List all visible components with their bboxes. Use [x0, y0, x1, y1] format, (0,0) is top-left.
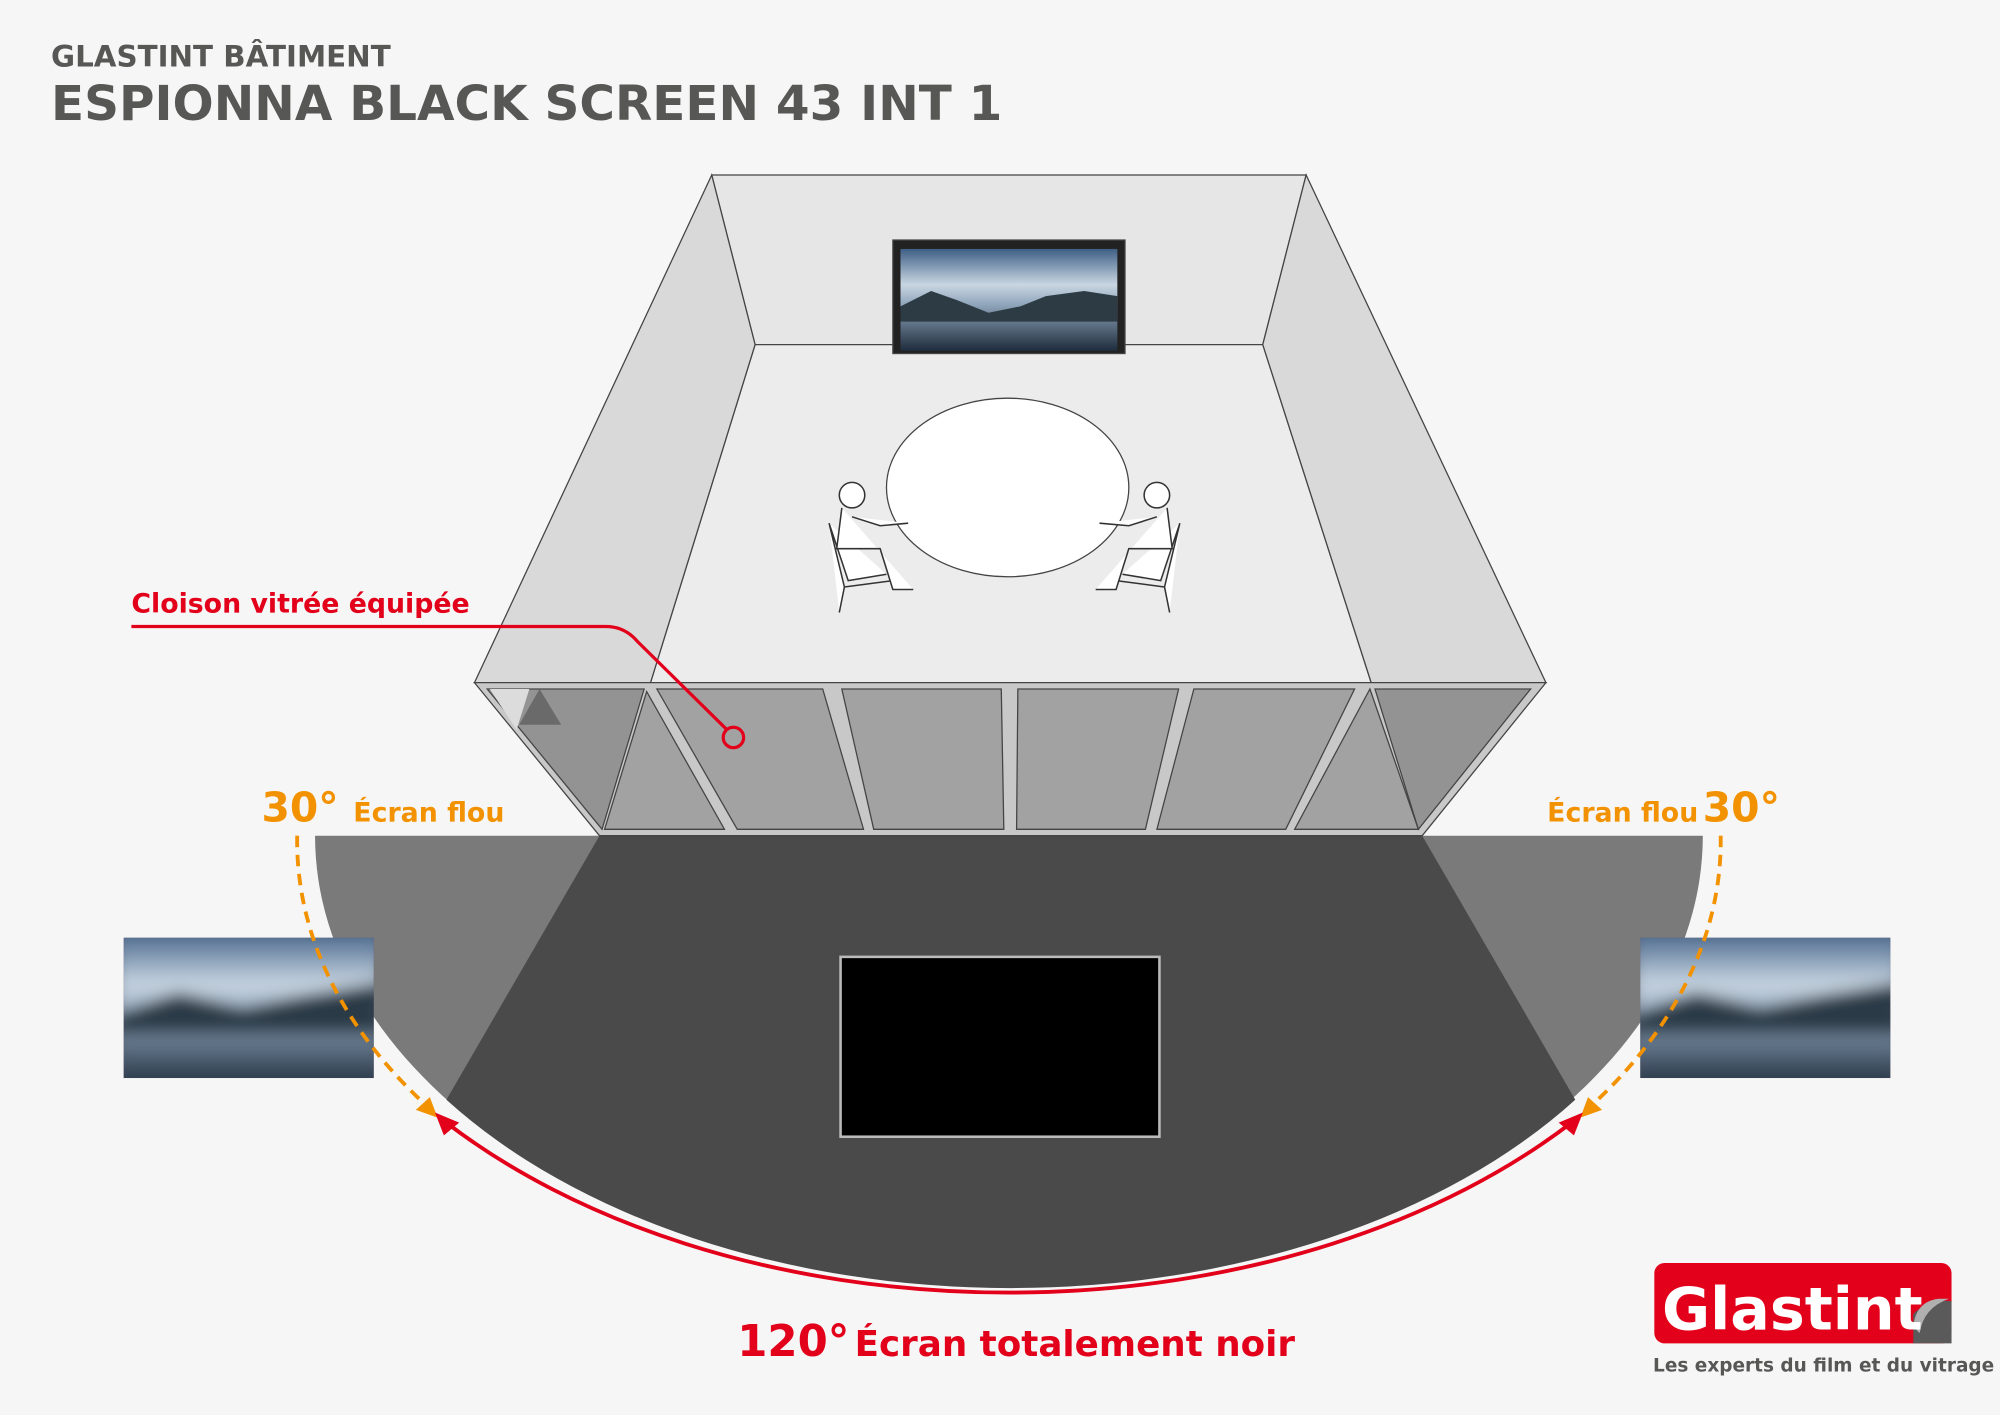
page-title: ESPIONNA BLACK SCREEN 43 INT 1	[51, 76, 1002, 132]
left-zone-label: Écran flou	[353, 797, 504, 829]
glass-panel	[1156, 688, 1356, 830]
arrow-icon	[434, 1112, 460, 1136]
blurred-screen-right	[1640, 937, 1891, 1079]
center-angle-value: 120°	[737, 1317, 849, 1367]
callout-label: Cloison vitrée équipée	[131, 588, 469, 619]
blurred-screen-left	[123, 937, 374, 1079]
film-peel	[489, 689, 530, 730]
logo-wordmark: Glastint	[1662, 1275, 1923, 1343]
black-screen-view	[839, 955, 1161, 1138]
center-angle-arc	[445, 1121, 1573, 1295]
glass-panel	[1015, 688, 1180, 830]
right-angle-arc	[1585, 835, 1723, 1112]
right-zone-label: Écran flou	[1547, 797, 1698, 829]
callout-marker	[721, 725, 746, 750]
glass-panel	[1374, 688, 1532, 831]
left-angle-value: 30°	[261, 784, 338, 832]
subtitle: GLASTINT BÂTIMENT	[51, 39, 391, 74]
glass-panel	[1293, 687, 1420, 830]
arrow-icon	[1580, 1097, 1603, 1118]
right-angle-value: 30°	[1703, 784, 1780, 832]
glass-panel	[841, 688, 1005, 830]
person-icon	[828, 481, 914, 613]
film-corner-icon	[519, 689, 562, 725]
logo-tagline: Les experts du film et du vitrage	[1653, 1355, 1994, 1376]
glastint-logo: Glastint Les experts du film et du vitra…	[1653, 1262, 1994, 1376]
meeting-room	[473, 173, 1548, 837]
left-angle-arc	[295, 835, 433, 1112]
glass-panel	[655, 688, 865, 830]
round-table	[885, 397, 1130, 578]
arrow-icon	[415, 1097, 438, 1118]
person-icon	[1095, 481, 1181, 613]
arrow-icon	[1558, 1112, 1583, 1136]
glass-panel	[603, 689, 726, 830]
callout-line	[131, 624, 729, 731]
center-zone-label: Écran totalement noir	[855, 1323, 1296, 1365]
